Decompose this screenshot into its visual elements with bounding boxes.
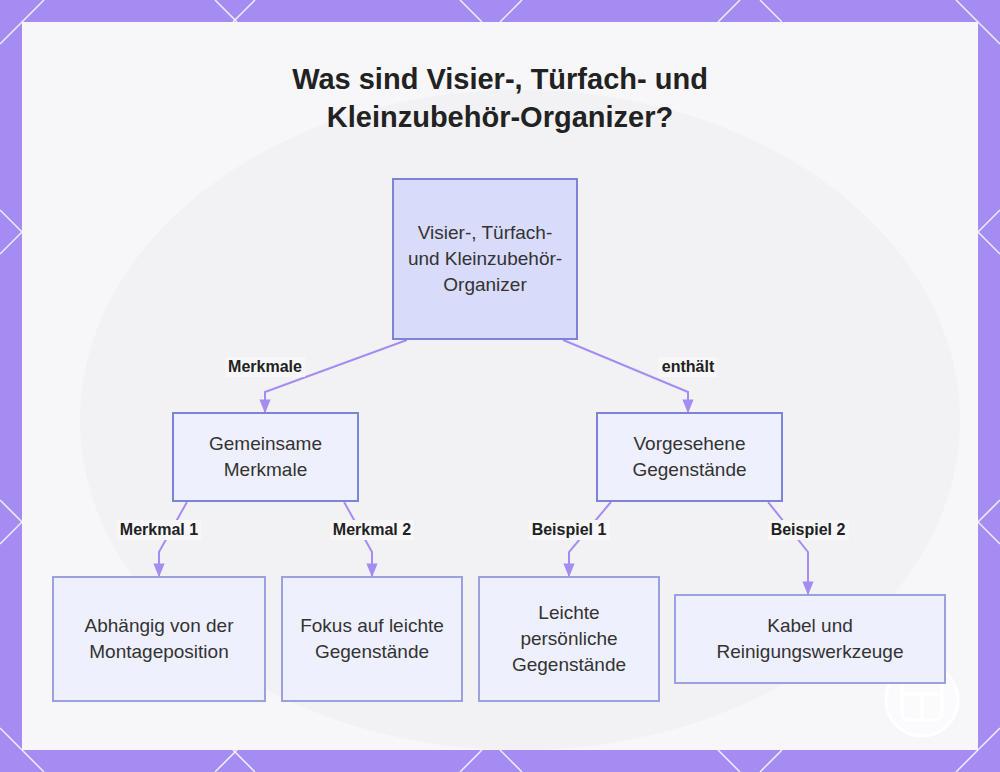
- concept-box: Fokus auf leichte Gegenstände: [281, 576, 463, 702]
- edge-label: Merkmal 2: [330, 520, 414, 540]
- diagram-title: Was sind Visier-, Türfach- und Kleinzube…: [240, 60, 760, 136]
- edge-label: Merkmale: [225, 357, 305, 377]
- box-text: Abhängig von der Montageposition: [66, 613, 252, 665]
- box-text: Gemeinsame Merkmale: [186, 431, 345, 483]
- box-text: Kabel und Reinigungswerkzeuge: [688, 613, 932, 665]
- concept-box: Gemeinsame Merkmale: [172, 412, 359, 502]
- edge-label: Beispiel 2: [768, 520, 849, 540]
- concept-box: Leichte persönliche Gegenstände: [478, 576, 660, 702]
- edge-label: Beispiel 1: [529, 520, 610, 540]
- edge-label: Merkmal 1: [117, 520, 201, 540]
- concept-box: Vorgesehene Gegenstände: [596, 412, 783, 502]
- box-text: Fokus auf leichte Gegenstände: [295, 613, 449, 665]
- edge-label: enthält: [659, 357, 717, 377]
- connector-line: [768, 502, 808, 594]
- box-text: Leichte persönliche Gegenstände: [492, 600, 646, 678]
- root-box: Visier-, Türfach- und Kleinzubehör-Organ…: [392, 178, 578, 340]
- white-panel: [22, 22, 978, 750]
- concept-box: Abhängig von der Montageposition: [52, 576, 266, 702]
- concept-box: Kabel und Reinigungswerkzeuge: [674, 594, 946, 684]
- box-text: Vorgesehene Gegenstände: [610, 431, 769, 483]
- box-text: Visier-, Türfach- und Kleinzubehör-Organ…: [406, 220, 564, 298]
